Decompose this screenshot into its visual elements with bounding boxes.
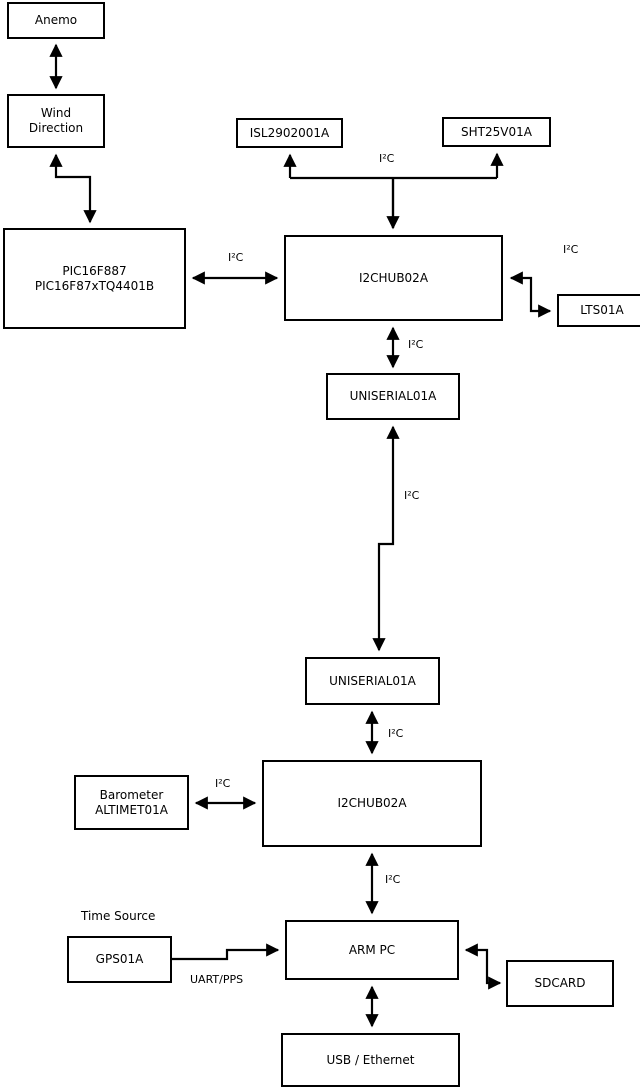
node-lts01a[interactable]: LTS01A bbox=[557, 294, 640, 327]
node-sht25v01a-label: SHT25V01A bbox=[461, 124, 532, 139]
edge-gps-armpc bbox=[172, 943, 280, 961]
edge-label-hub-lts: I²C bbox=[563, 243, 579, 256]
label-time-source: Time Source bbox=[81, 909, 156, 923]
node-i2chub02a-bottom[interactable]: I2CHUB02A bbox=[262, 760, 482, 847]
edge-label-uniserial-link: I²C bbox=[404, 489, 420, 502]
node-sdcard[interactable]: SDCARD bbox=[506, 960, 614, 1007]
node-uniserial01a-bottom[interactable]: UNISERIAL01A bbox=[305, 657, 440, 705]
node-anemo[interactable]: Anemo bbox=[7, 2, 105, 39]
node-wind-direction[interactable]: Wind Direction bbox=[7, 94, 105, 148]
node-uniserial01a-top[interactable]: UNISERIAL01A bbox=[326, 373, 460, 420]
node-lts01a-label: LTS01A bbox=[580, 303, 624, 317]
node-i2chub02a-bottom-label: I2CHUB02A bbox=[337, 796, 407, 810]
edge-label-hub2-armpc: I²C bbox=[385, 873, 401, 886]
edge-hubtop-lts bbox=[509, 271, 552, 318]
edge-label-barometer-hub2: I²C bbox=[215, 777, 231, 790]
node-usb-ethernet[interactable]: USB / Ethernet bbox=[281, 1033, 460, 1087]
node-usb-ethernet-label: USB / Ethernet bbox=[326, 1052, 415, 1067]
node-sht25v01a[interactable]: SHT25V01A bbox=[442, 117, 551, 147]
node-i2chub02a-top[interactable]: I2CHUB02A bbox=[284, 235, 503, 321]
node-i2chub02a-top-label: I2CHUB02A bbox=[358, 270, 429, 285]
node-anemo-label: Anemo bbox=[34, 13, 78, 27]
edge-label-uniserial-hub2: I²C bbox=[388, 727, 404, 740]
edge-uniserial-link bbox=[372, 425, 400, 652]
edge-armpc-sdcard bbox=[464, 943, 502, 990]
node-arm-pc[interactable]: ARM PC bbox=[285, 920, 459, 980]
node-isl2902001a-label: ISL2902001A bbox=[249, 125, 330, 140]
node-sdcard-label: SDCARD bbox=[534, 976, 586, 990]
node-wind-direction-label: Wind Direction bbox=[28, 106, 84, 135]
edge-pic-winddir bbox=[49, 153, 97, 224]
edge-label-isl-sht-bus: I²C bbox=[379, 152, 395, 165]
node-isl2902001a[interactable]: ISL2902001A bbox=[236, 118, 343, 148]
node-pic-microcontroller[interactable]: PIC16F887 PIC16F87xTQ4401B bbox=[3, 228, 186, 329]
edge-label-pic-hub: I²C bbox=[228, 251, 244, 264]
node-gps01a[interactable]: GPS01A bbox=[67, 936, 172, 983]
node-gps01a-label: GPS01A bbox=[95, 952, 144, 966]
edge-label-gps-armpc: UART/PPS bbox=[190, 973, 244, 986]
node-pic-microcontroller-label: PIC16F887 PIC16F87xTQ4401B bbox=[34, 263, 155, 293]
node-arm-pc-label: ARM PC bbox=[348, 942, 396, 957]
edge-label-hub-uniserial: I²C bbox=[408, 338, 424, 351]
node-barometer[interactable]: Barometer ALTIMET01A bbox=[74, 775, 189, 830]
node-uniserial01a-bottom-label: UNISERIAL01A bbox=[329, 673, 416, 688]
node-barometer-label: Barometer ALTIMET01A bbox=[95, 787, 168, 817]
node-uniserial01a-top-label: UNISERIAL01A bbox=[349, 389, 437, 403]
